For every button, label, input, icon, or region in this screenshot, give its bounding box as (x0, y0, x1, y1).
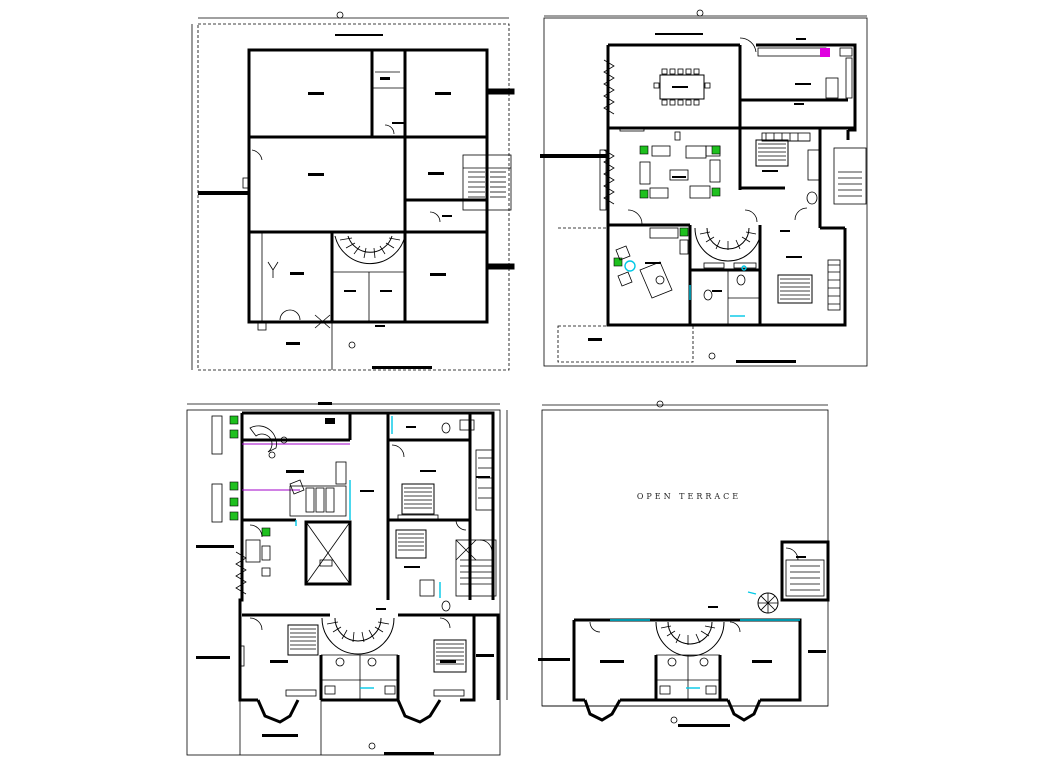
first-floor-plan (540, 9, 868, 367)
second-floor-plan (186, 402, 508, 756)
terrace-floor-plan: OPEN TERRACE (538, 400, 830, 727)
ground-floor-plan (191, 11, 515, 371)
open-terrace-label: OPEN TERRACE (637, 492, 741, 501)
